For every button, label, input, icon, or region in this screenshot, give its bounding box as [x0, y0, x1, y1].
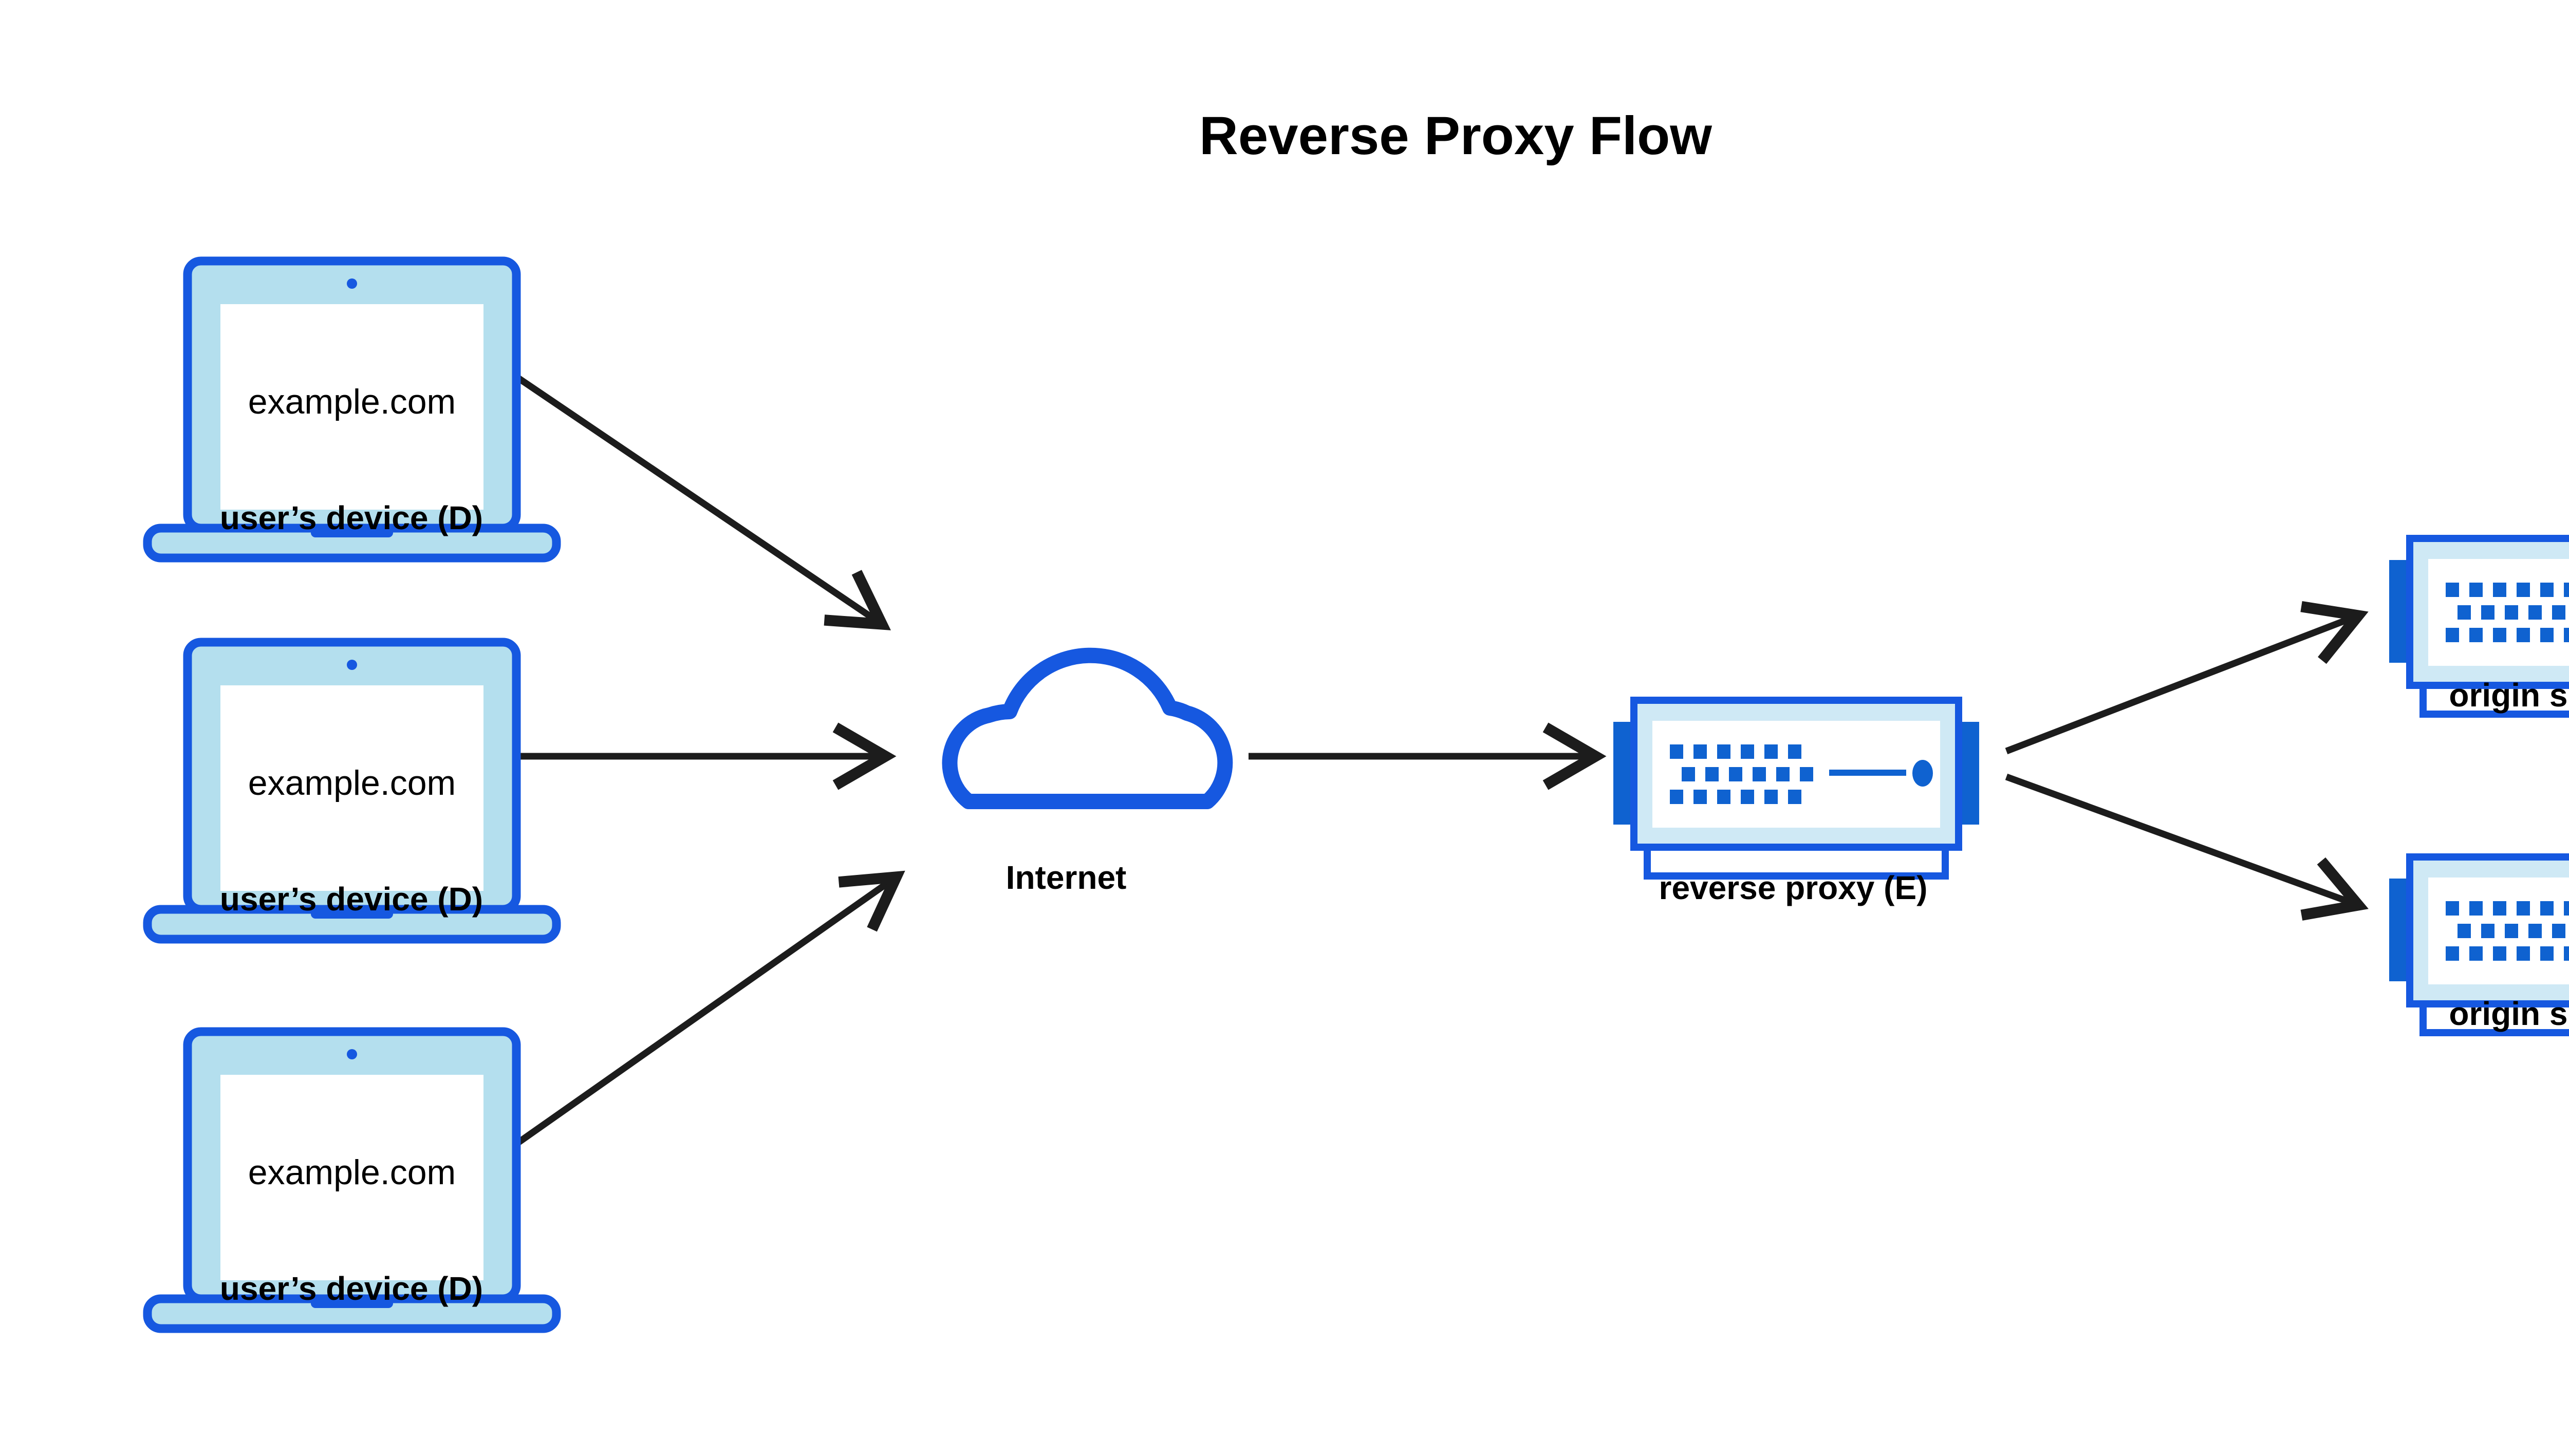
cloud-icon: [950, 656, 1225, 801]
device-3-screen-text: example.com: [248, 1153, 456, 1192]
device-3-label: user’s device (D): [220, 1270, 483, 1307]
node-reverse-proxy[interactable]: reverse proxy (E): [1613, 700, 1979, 906]
arrow-device1-to-internet: [512, 372, 891, 630]
node-internet[interactable]: Internet: [950, 656, 1225, 896]
node-user-device-2[interactable]: example.com user’s device (D): [147, 642, 556, 939]
connector-arrows: [512, 372, 2369, 1149]
arrow-reverse-proxy-to-origin1: [2005, 601, 2369, 755]
arrow-device3-to-internet: [512, 870, 905, 1149]
origin-server-1-label: origin server (F): [2449, 677, 2569, 714]
device-2-label: user’s device (D): [220, 881, 483, 918]
node-user-device-3[interactable]: example.com user’s device (D): [147, 1032, 556, 1329]
reverse-proxy-label: reverse proxy (E): [1659, 869, 1928, 906]
arrow-reverse-proxy-to-origin2: [2005, 773, 2369, 921]
node-user-device-1[interactable]: example.com user’s device (D): [147, 261, 556, 558]
node-origin-server-1[interactable]: origin server (F): [2389, 538, 2569, 714]
server-icon: [1613, 700, 1979, 876]
page-title: Reverse Proxy Flow: [1199, 106, 1712, 166]
internet-label: Internet: [1006, 859, 1127, 896]
origin-server-2-label: origin server (F): [2449, 995, 2569, 1032]
device-2-screen-text: example.com: [248, 763, 456, 802]
node-origin-server-2[interactable]: origin server (F): [2389, 857, 2569, 1033]
device-1-screen-text: example.com: [248, 382, 456, 421]
device-1-label: user’s device (D): [220, 499, 483, 536]
